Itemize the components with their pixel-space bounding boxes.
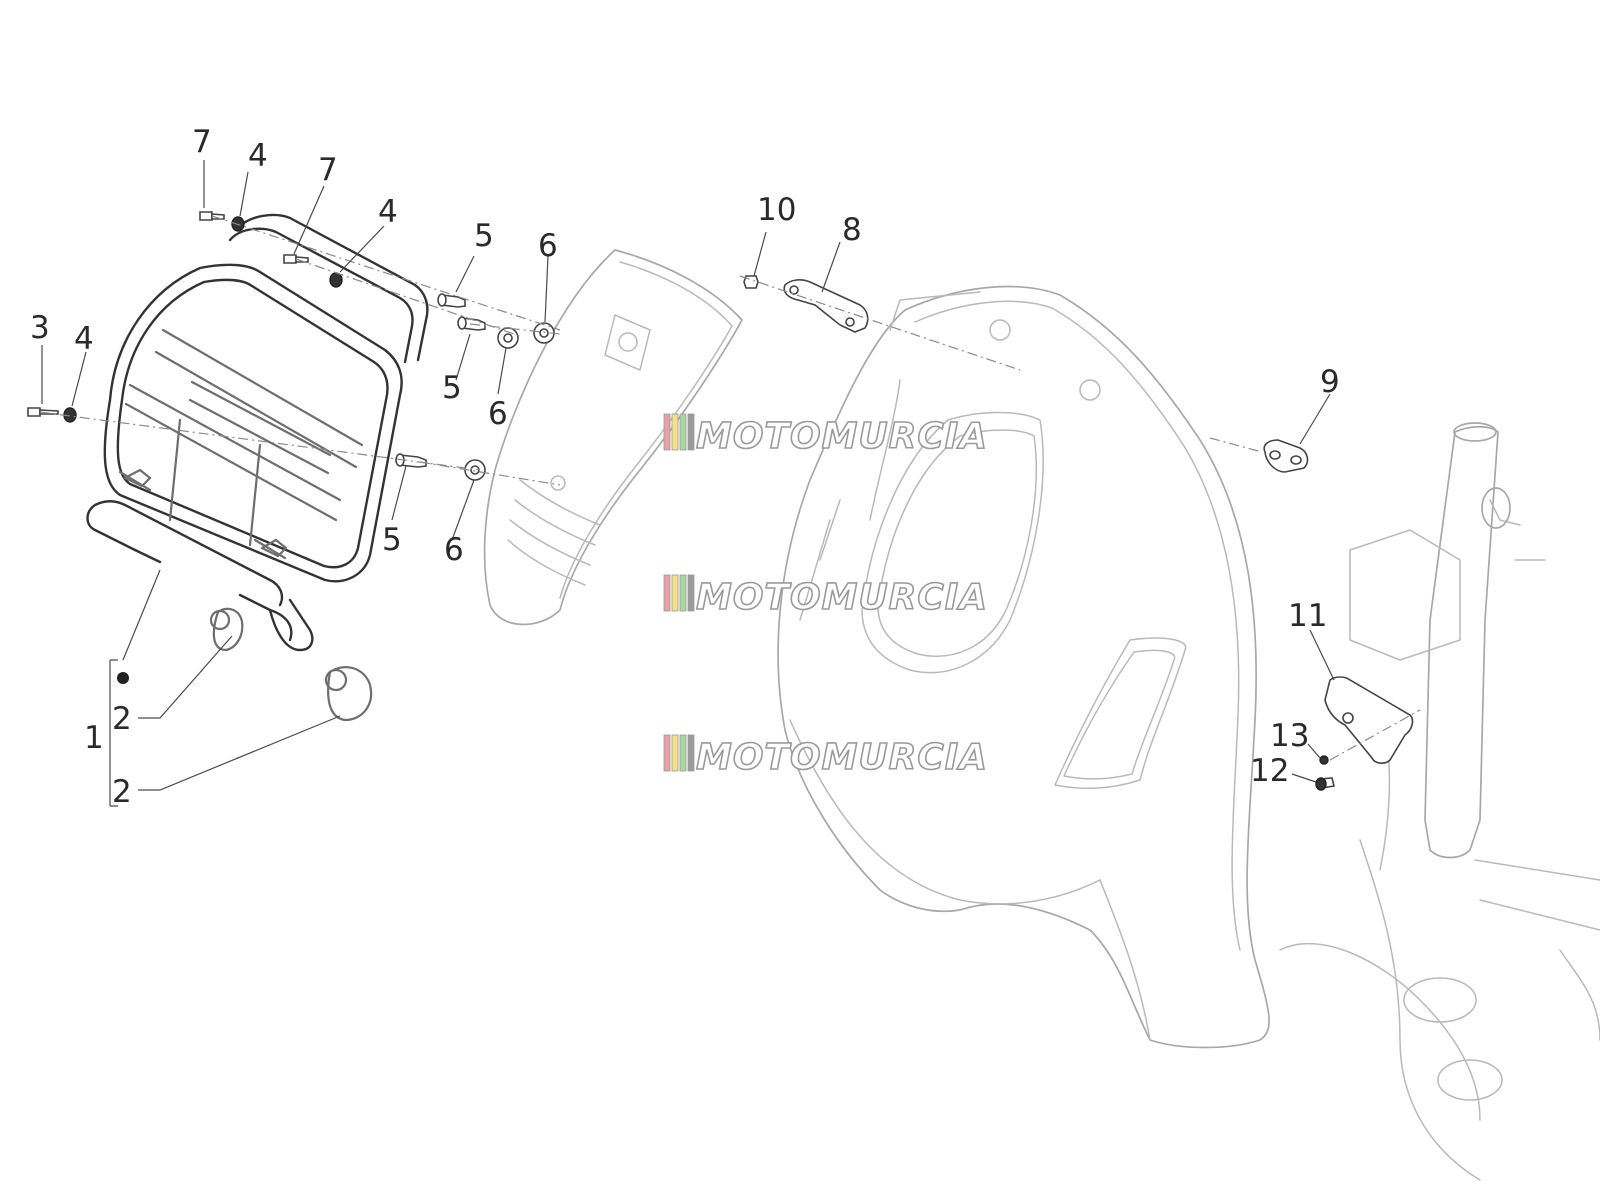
watermark-1: MOTOMURCIA [663, 413, 988, 458]
callout-4-left: 4 [74, 321, 94, 357]
callout-9: 9 [1320, 364, 1340, 400]
assembly-lines [39, 215, 1421, 761]
callout-2-lower: 2 [112, 774, 132, 810]
watermark-3: MOTOMURCIA [663, 734, 988, 779]
callout-10: 10 [757, 192, 796, 228]
callout-labels: 7 4 7 4 5 6 10 8 3 4 5 6 9 5 6 11 13 12 … [30, 124, 1340, 810]
watermark-2: MOTOMURCIA [663, 574, 988, 619]
callout-7-upper-left: 7 [192, 124, 212, 160]
callout-5-upper: 5 [474, 218, 494, 254]
callout-6-mid: 6 [488, 396, 508, 432]
kit-marker-dot [117, 672, 129, 684]
watermark-text-3: MOTOMURCIA [696, 737, 988, 778]
leg-shield [777, 285, 1270, 1049]
callout-7-upper-mid: 7 [318, 152, 338, 188]
callout-2-upper: 2 [112, 701, 132, 737]
callout-13: 13 [1270, 718, 1309, 754]
callout-4-upper-mid: 4 [378, 194, 398, 230]
callout-3: 3 [30, 310, 50, 346]
watermark-text-1: MOTOMURCIA [696, 416, 988, 457]
front-luggage-rack [86, 213, 429, 722]
callout-1: 1 [84, 720, 104, 756]
hardware [27, 211, 1414, 791]
callout-5-mid: 5 [442, 370, 462, 406]
watermark-text-2: MOTOMURCIA [696, 577, 988, 618]
callout-4-upper-left: 4 [248, 138, 268, 174]
callout-8: 8 [842, 212, 862, 248]
horn-cover [483, 249, 743, 626]
callout-11: 11 [1288, 598, 1327, 634]
callout-6-lower: 6 [444, 532, 464, 568]
frame [1279, 422, 1600, 1181]
leader-lines [41, 160, 1335, 807]
callout-5-lower: 5 [382, 522, 402, 558]
callout-6-upper: 6 [538, 228, 558, 264]
callout-12: 12 [1250, 753, 1289, 789]
